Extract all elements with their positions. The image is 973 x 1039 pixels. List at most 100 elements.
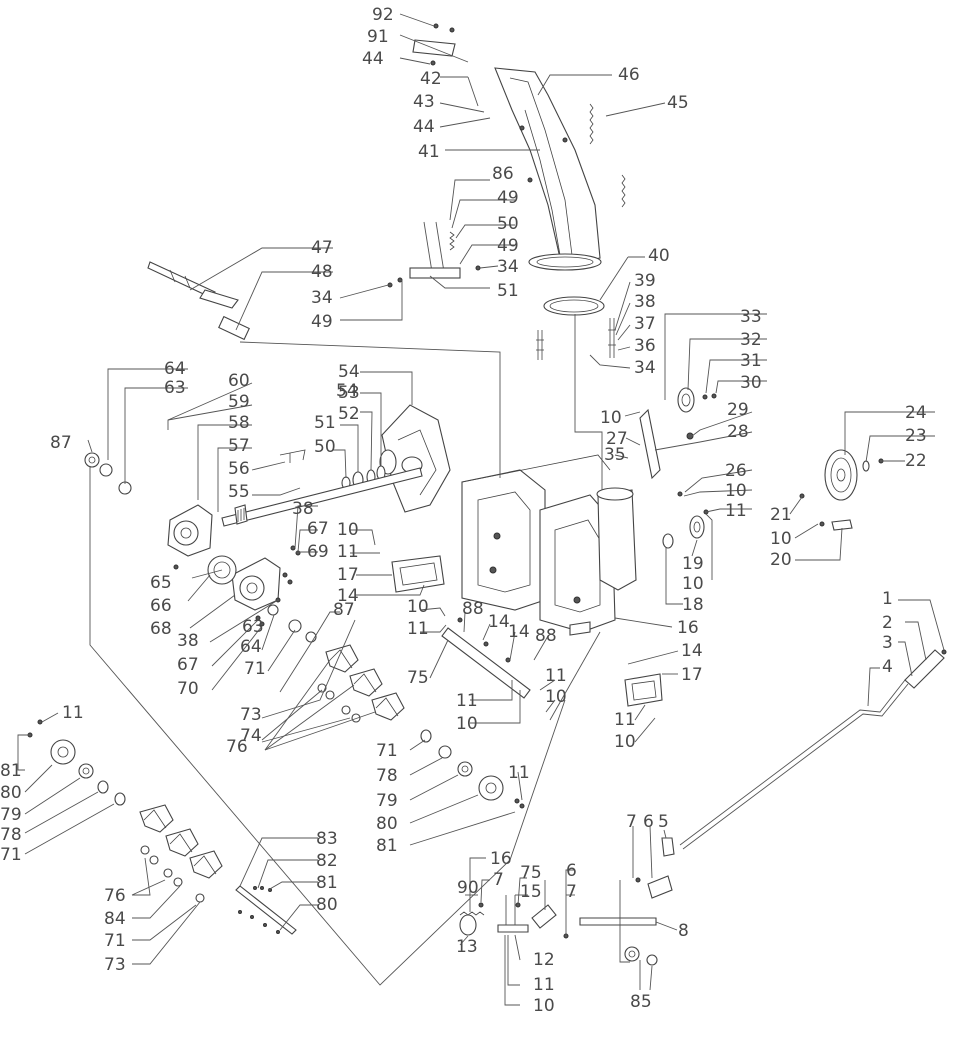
label-27: 27 bbox=[606, 429, 628, 449]
label-8: 8 bbox=[678, 921, 689, 941]
label-38-top: 38 bbox=[634, 292, 656, 312]
label-15: 15 bbox=[520, 882, 542, 902]
label-45: 45 bbox=[667, 93, 689, 113]
label-38-low: 38 bbox=[177, 631, 199, 651]
label-34-a: 34 bbox=[497, 257, 519, 277]
label-22: 21 bbox=[770, 505, 792, 525]
label-51: 51 bbox=[497, 281, 519, 301]
label-82: 81 bbox=[316, 873, 338, 893]
label-66: 66 bbox=[150, 596, 172, 616]
label-43: 43 bbox=[413, 92, 435, 112]
label-10-g: 10 bbox=[456, 714, 478, 734]
label-54: 52 bbox=[338, 404, 360, 424]
label-71-a: 71 bbox=[244, 659, 266, 679]
auger-housing bbox=[461, 454, 637, 636]
control-rod bbox=[679, 649, 947, 850]
label-11-c: 11 bbox=[545, 666, 567, 686]
label-7-c: 7 bbox=[493, 870, 504, 890]
spring-45 bbox=[589, 103, 594, 145]
label-63-top: 63 bbox=[164, 378, 186, 398]
label-48: 48 bbox=[311, 262, 333, 282]
label-74-b: 76 bbox=[104, 886, 126, 906]
label-41: 41 bbox=[418, 142, 440, 162]
label-10-h: 10 bbox=[337, 520, 359, 540]
label-49-c: 49 bbox=[311, 312, 333, 332]
label-49-a: 49 bbox=[497, 188, 519, 208]
label-79-a: 80 bbox=[376, 814, 398, 834]
impeller bbox=[379, 404, 451, 513]
label-11-e: 11 bbox=[337, 542, 359, 562]
label-46: 46 bbox=[618, 65, 640, 85]
shear-bolt-strip bbox=[235, 885, 297, 935]
label-88-left: 87 bbox=[50, 433, 72, 453]
skid-shoe-right bbox=[624, 673, 663, 707]
label-11-f: 11 bbox=[407, 619, 429, 639]
label-84: 83 bbox=[316, 829, 338, 849]
label-75-num: 75 bbox=[520, 863, 542, 883]
pin-65 bbox=[173, 564, 179, 570]
label-77-b: 78 bbox=[0, 825, 22, 845]
label-7-b: 7 bbox=[566, 882, 577, 902]
label-77-a: 78 bbox=[376, 766, 398, 786]
label-78-a: 79 bbox=[376, 791, 398, 811]
label-26: 26 bbox=[725, 461, 747, 481]
label-4: 4 bbox=[882, 657, 893, 677]
label-25: 24 bbox=[905, 403, 927, 423]
label-10-i: 10 bbox=[407, 597, 429, 617]
label-35: 35 bbox=[604, 445, 626, 465]
washer-88-top bbox=[84, 452, 100, 468]
label-74-a: 76 bbox=[226, 737, 248, 757]
label-31: 31 bbox=[740, 351, 762, 371]
label-3: 3 bbox=[882, 633, 893, 653]
label-40: 40 bbox=[648, 246, 670, 266]
label-76: 75 bbox=[407, 668, 429, 688]
label-29: 29 bbox=[727, 400, 749, 420]
label-16: 16 bbox=[490, 849, 512, 869]
label-14-d: 14 bbox=[337, 586, 359, 606]
label-89-a: 88 bbox=[462, 599, 484, 619]
part-number-labels: 92 91 44 42 43 44 41 46 45 86 49 50 49 3… bbox=[0, 5, 927, 1016]
label-61: 59 bbox=[228, 392, 250, 412]
label-21: 20 bbox=[770, 550, 792, 570]
label-72-b: 73 bbox=[104, 955, 126, 975]
auger-flights-center bbox=[317, 644, 405, 723]
label-78-b: 79 bbox=[0, 805, 22, 825]
auger-left-end bbox=[27, 719, 223, 903]
label-64-top: 64 bbox=[164, 359, 186, 379]
label-56: 54 bbox=[336, 381, 358, 401]
label-13: 13 bbox=[456, 937, 478, 957]
label-19: 18 bbox=[682, 595, 704, 615]
label-85: 84 bbox=[104, 909, 126, 929]
label-81: 80 bbox=[316, 895, 338, 915]
chute-rotation-bracket bbox=[387, 221, 481, 288]
chute-crank-assembly bbox=[147, 261, 250, 341]
label-10-a: 10 bbox=[600, 408, 622, 428]
label-1: 1 bbox=[882, 589, 893, 609]
label-11-d: 11 bbox=[456, 691, 478, 711]
label-2: 2 bbox=[882, 613, 893, 633]
auger-right-end bbox=[420, 729, 525, 809]
label-11-a: 11 bbox=[725, 501, 747, 521]
label-69: 70 bbox=[177, 679, 199, 699]
label-11-h: 11 bbox=[62, 703, 84, 723]
label-56-real: 54 bbox=[338, 362, 360, 382]
label-88-mid: 87 bbox=[333, 600, 355, 620]
label-14-c: 14 bbox=[488, 612, 510, 632]
label-71-d: 71 bbox=[104, 931, 126, 951]
label-11-b: 11 bbox=[614, 710, 636, 730]
skid-shoe-left bbox=[391, 555, 445, 593]
label-20: 19 bbox=[682, 554, 704, 574]
label-57: 55 bbox=[228, 482, 250, 502]
washer-63-top bbox=[99, 463, 113, 477]
label-91: 91 bbox=[367, 27, 389, 47]
label-18: 16 bbox=[677, 618, 699, 638]
leader-lines bbox=[17, 13, 945, 1006]
label-68-low: 67 bbox=[177, 655, 199, 675]
label-33: 33 bbox=[740, 307, 762, 327]
label-5: 5 bbox=[658, 812, 669, 832]
label-24: 23 bbox=[905, 426, 927, 446]
label-17-a: 17 bbox=[681, 665, 703, 685]
label-70: 69 bbox=[307, 542, 329, 562]
label-87: 86 bbox=[492, 164, 514, 184]
